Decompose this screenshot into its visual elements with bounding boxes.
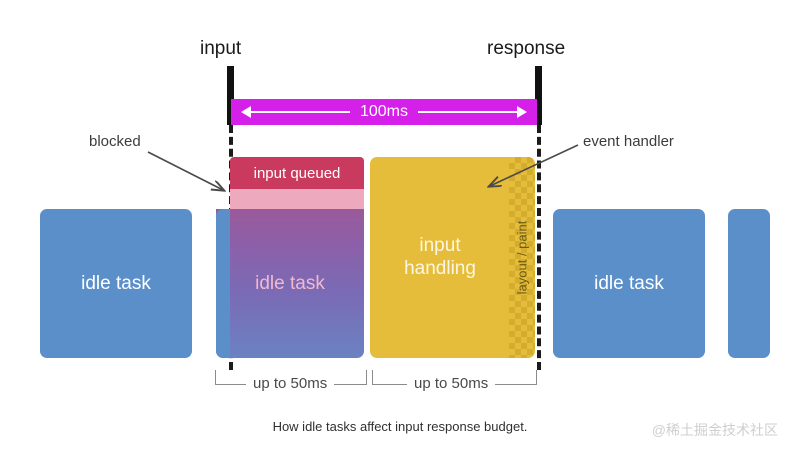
- idle-task-middle-block: [216, 209, 364, 358]
- right-arrow-icon: [517, 106, 527, 118]
- bracket-left-label: up to 50ms: [246, 375, 335, 392]
- budget-arrow-right: [405, 111, 525, 113]
- input-queued-block: input queued: [230, 157, 364, 189]
- idle-task-left-block: idle task: [40, 209, 192, 358]
- watermark: @稀土掘金技术社区: [651, 422, 778, 438]
- idle-task-right-block: idle task: [553, 209, 705, 358]
- input-marker-bar: [227, 66, 234, 125]
- budget-duration-label: 100ms: [349, 103, 419, 121]
- response-guide-line: [537, 125, 541, 370]
- idle-task-left-label: idle task: [81, 272, 151, 294]
- queue-delay-band: [230, 189, 364, 209]
- input-handling-label-line2: handling: [404, 257, 476, 279]
- idle-task-middle-label-wrap: idle task: [216, 209, 364, 358]
- event-handler-callout-label: event handler: [583, 133, 674, 150]
- idle-task-right-label: idle task: [594, 272, 664, 294]
- input-marker-label: input: [200, 38, 242, 59]
- idle-task-middle-left-edge: [216, 209, 230, 358]
- response-marker-label: response: [487, 38, 566, 59]
- budget-band: 100ms: [231, 99, 537, 125]
- bracket-right-label: up to 50ms: [407, 375, 496, 392]
- idle-task-middle-label: idle task: [255, 272, 325, 294]
- budget-arrow-left: [243, 111, 363, 113]
- blocked-callout-label: blocked: [89, 133, 141, 150]
- blocked-arrow-icon: [147, 151, 223, 190]
- layout-paint-label: layout / paint: [514, 220, 530, 295]
- response-marker-bar: [535, 66, 542, 125]
- input-queued-label: input queued: [253, 164, 341, 182]
- idle-task-partial-block: [728, 209, 770, 358]
- input-handling-label: input handling: [370, 157, 510, 358]
- diagram-caption: How idle tasks affect input response bud…: [272, 419, 528, 434]
- input-handling-block: input handling layout / paint: [370, 157, 535, 358]
- input-handling-label-line1: input: [419, 234, 461, 256]
- layout-paint-strip: layout / paint: [509, 157, 535, 358]
